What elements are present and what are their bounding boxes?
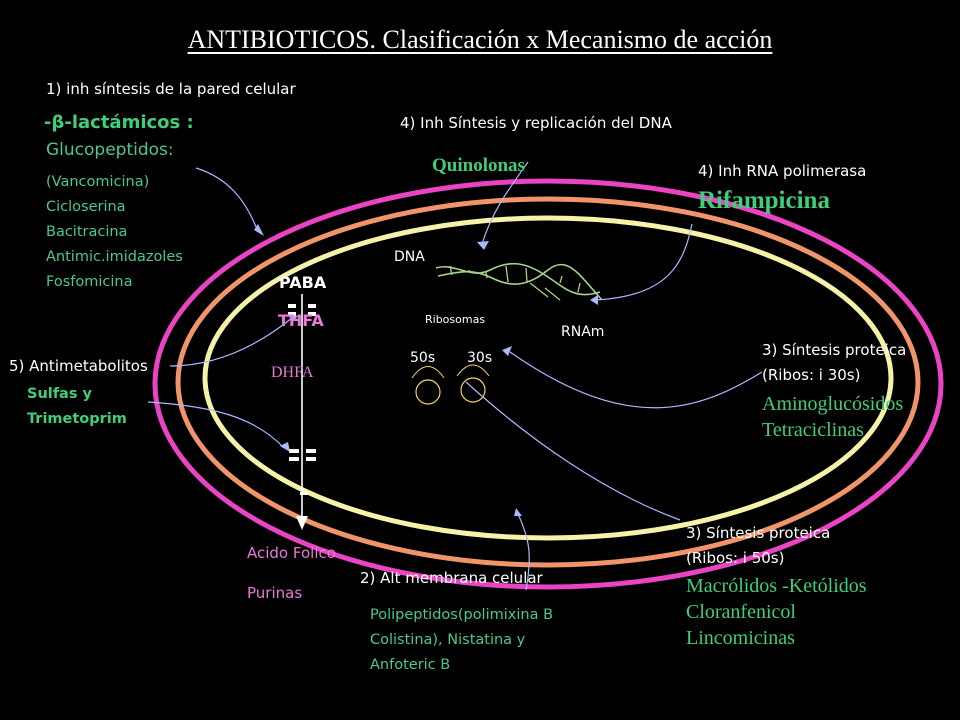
protein-50s-heading: 3) Síntesis proteica — [686, 524, 831, 542]
arrowhead-quinolonas — [477, 241, 489, 250]
rnam-label: RNAm — [561, 324, 605, 340]
arrowhead-ribos-30s — [502, 346, 512, 356]
antimetabolite-drug: Trimetoprim — [27, 411, 127, 427]
arrow-ribos-50s — [465, 381, 681, 521]
protein-30s-drug: Tetraciclinas — [762, 419, 864, 441]
dna-rungs — [449, 265, 597, 301]
ribosome-30s — [460, 377, 486, 403]
protein-30s-drug: Aminoglucósidos — [762, 393, 904, 415]
arrowhead-cell-wall — [254, 224, 264, 236]
cell-wall-drug: (Vancomicina) — [46, 174, 150, 190]
inhibition-bar-dhfa — [289, 449, 316, 461]
arrow-rifampicina — [595, 223, 693, 301]
cell-wall-drug-list: (Vancomicina) Cicloserina Bacitracina An… — [46, 170, 183, 295]
quinolonas-label: Quinolonas — [432, 155, 525, 176]
arrow-membrane — [517, 513, 530, 591]
arrow-ribos-30s — [509, 351, 763, 409]
arrowhead-membrane — [514, 508, 522, 516]
rifampicina-label: Rifampicina — [698, 187, 830, 214]
inhibition-bar-thfa — [288, 304, 316, 316]
dna-strand-b — [437, 263, 603, 301]
protein-30s-drug-list: Aminoglucósidos Tetraciclinas — [762, 391, 903, 443]
dna-strand-a — [435, 262, 601, 296]
rna-polymerase-heading: 4) Inh RNA polimerasa — [698, 162, 867, 180]
antimetabolites-heading: 5) Antimetabolitos — [9, 357, 148, 375]
acido-folico-label: Acido Folico — [247, 544, 336, 562]
ribosome-30s-cap — [456, 364, 490, 377]
dna-inhibition-heading: 4) Inh Síntesis y replicación del DNA — [400, 114, 672, 132]
cell-wall-drug: Antimic.imidazoles — [46, 249, 183, 265]
cell-wall-drug: Cicloserina — [46, 199, 126, 215]
middle-cell-wall — [175, 196, 921, 568]
ribosomes-label: Ribosomas — [425, 313, 486, 326]
membrane-drug: Polipeptidos(polimixina B — [370, 607, 554, 623]
cell-wall-heading: 1) inh síntesis de la pared celular — [46, 80, 296, 98]
protein-50s-drug: Cloranfenicol — [686, 601, 796, 623]
dna-label: DNA — [394, 249, 425, 265]
protein-50s-sub: (Ribos: i 50s) — [686, 549, 785, 567]
membrane-drug: Anfoteric B — [370, 657, 451, 673]
arrow-cell-wall — [195, 167, 259, 233]
cell-wall-drug: Fosfomicina — [46, 274, 133, 290]
protein-50s-drug: Lincomicinas — [686, 627, 795, 649]
arrowhead-sulfas — [280, 442, 290, 452]
membrane-heading: 2) Alt membrana celular — [360, 569, 543, 587]
protein-50s-drug: Macrólidos -Ketólidos — [686, 575, 867, 597]
arrow-quinolonas — [481, 161, 529, 245]
arrowhead-antimetabolitos — [288, 314, 298, 322]
protein-30s-heading: 3) Síntesis proteica — [762, 341, 907, 359]
membrane-drug: Colistina), Nistatina y — [370, 632, 526, 648]
ribosome-50s — [415, 379, 441, 405]
outer-cell-wall — [152, 178, 944, 590]
page-title: ANTIBIOTICOS. Clasificación x Mecanismo … — [187, 25, 773, 54]
purinas-label: Purinas — [247, 584, 303, 602]
antimetabolite-drug: Sulfas y — [27, 386, 92, 402]
thfa-label: THFA — [278, 311, 324, 330]
ribosome-50s-cap — [411, 366, 445, 379]
arrow-antimetabolitos — [169, 317, 293, 367]
membrane-drug-list: Polipeptidos(polimixina B Colistina), Ni… — [370, 603, 553, 678]
ribosome-30s-label: 30s — [467, 350, 493, 366]
protein-30s-sub: (Ribos: i 30s) — [762, 366, 861, 384]
beta-lactam-label: -β-lactámicos : — [44, 112, 194, 133]
protein-50s-drug-list: Macrólidos -Ketólidos Cloranfenicol Linc… — [686, 573, 867, 651]
arrowhead-rifampicina — [590, 295, 598, 305]
inner-cell-membrane — [202, 215, 894, 541]
dhfa-label: DHFA — [271, 364, 314, 381]
arrow-sulfas — [147, 401, 285, 449]
membrane-break-marker — [300, 492, 308, 495]
cell-wall-drug: Bacitracina — [46, 224, 128, 240]
folate-pathway-arrowhead — [296, 516, 308, 530]
antimetabolite-drug-list: Sulfas y Trimetoprim — [27, 382, 127, 432]
glycopeptides-label: Glucopeptidos: — [46, 140, 174, 160]
ribosome-50s-label: 50s — [410, 350, 436, 366]
paba-label: PABA — [279, 273, 327, 292]
